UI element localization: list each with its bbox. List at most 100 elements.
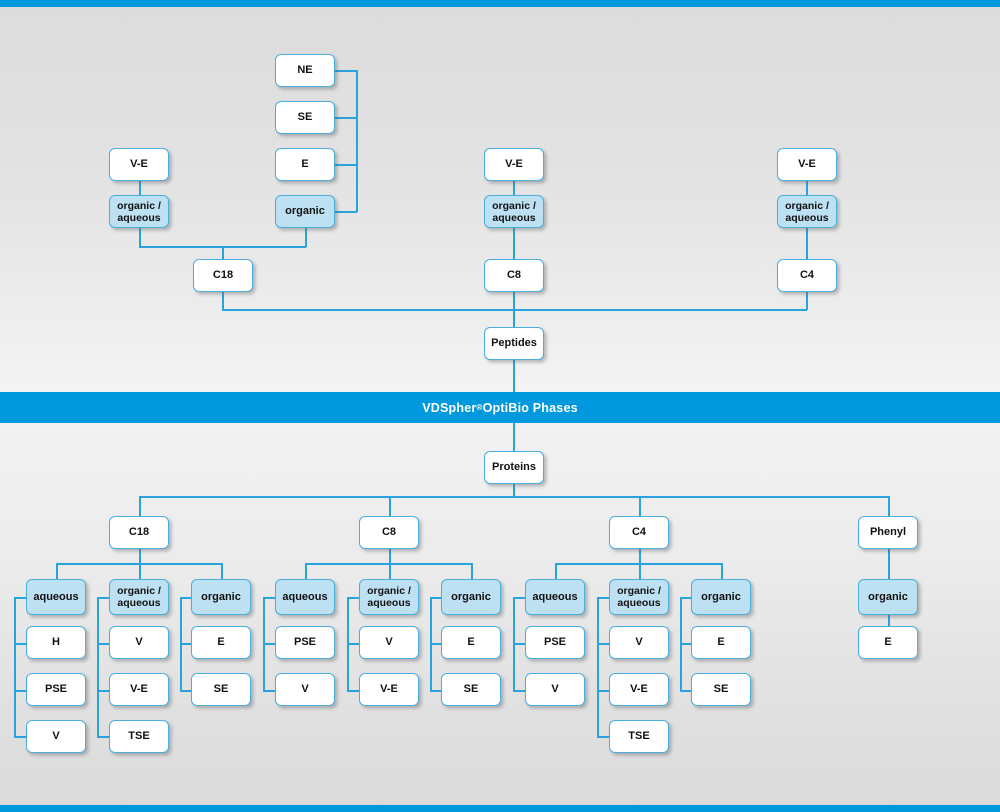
node-b-c18-organic-label: organic xyxy=(201,590,241,603)
node-b-c8-organic[interactable]: organic xyxy=(441,579,501,615)
tick-c4-oa-1 xyxy=(597,643,610,645)
node-c18-organic-aqueous[interactable]: organic / aqueous xyxy=(109,195,169,228)
node-proteins-c4[interactable]: C4 xyxy=(609,516,669,549)
node-b-c18-oa-line2: aqueous xyxy=(117,597,161,609)
node-c8-or-e-label: E xyxy=(467,636,475,649)
edge-c18-to-peptide-bus xyxy=(222,292,224,310)
node-proteins-phenyl-label: Phenyl xyxy=(869,526,907,539)
node-c4-oa-tse-label: TSE xyxy=(628,730,650,743)
edge-b-c18-to-oa xyxy=(139,563,141,580)
edge-b-c18-to-organic xyxy=(221,563,223,580)
edge-b-c18-to-aqueous xyxy=(56,563,58,580)
tick-c18-aq-1 xyxy=(14,643,27,645)
bottom-accent-bar xyxy=(0,805,1000,812)
node-c18-aqueous[interactable]: aqueous xyxy=(26,579,86,615)
node-peptides-c8-label: C8 xyxy=(506,269,522,282)
node-c18-aq-v[interactable]: V xyxy=(26,720,86,753)
node-c4-oa-tse[interactable]: TSE xyxy=(609,720,669,753)
edge-e-stub xyxy=(335,164,357,166)
node-b-c8-organic-aqueous[interactable]: organic / aqueous xyxy=(359,579,419,615)
tick-c4-or-head xyxy=(680,597,693,599)
node-phenyl-or-e-label: E xyxy=(884,636,892,649)
rail-c4-oa xyxy=(597,597,599,737)
node-c18-aq-h[interactable]: H xyxy=(26,626,86,659)
node-c18-oa-tse[interactable]: TSE xyxy=(109,720,169,753)
edge-bus-to-b-c4 xyxy=(639,496,641,517)
node-c18-aq-v-label: V xyxy=(52,730,60,743)
node-c8-aqueous[interactable]: aqueous xyxy=(275,579,335,615)
node-peptides-c8[interactable]: C8 xyxy=(484,259,544,292)
node-c8-oa-ve[interactable]: V-E xyxy=(359,673,419,706)
tick-c8-oa-2 xyxy=(347,690,360,692)
node-c4-or-se[interactable]: SE xyxy=(691,673,751,706)
node-c8-ve[interactable]: V-E xyxy=(484,148,544,181)
tick-c18-aq-3 xyxy=(14,736,27,738)
node-c18-oa-ve[interactable]: V-E xyxy=(109,673,169,706)
edge-organic-stub xyxy=(335,211,357,213)
node-c8-or-se[interactable]: SE xyxy=(441,673,501,706)
top-accent-bar xyxy=(0,0,1000,7)
node-c18-ve[interactable]: V-E xyxy=(109,148,169,181)
edge-oa-c8-to-c8 xyxy=(513,228,515,261)
node-peptides-c4-label: C4 xyxy=(799,269,815,282)
node-proteins[interactable]: Proteins xyxy=(484,451,544,484)
node-c18-oa-v[interactable]: V xyxy=(109,626,169,659)
node-c4-aq-pse[interactable]: PSE xyxy=(525,626,585,659)
node-c4-ve[interactable]: V-E xyxy=(777,148,837,181)
node-c8-oa-v[interactable]: V xyxy=(359,626,419,659)
tick-c8-aq-2 xyxy=(263,690,276,692)
node-e[interactable]: E xyxy=(275,148,335,181)
node-c18-aq-pse[interactable]: PSE xyxy=(26,673,86,706)
node-c18-oa-ve-label: V-E xyxy=(130,683,148,696)
node-c8-aq-v-label: V xyxy=(301,683,309,696)
edge-b-c18-down xyxy=(139,549,141,564)
node-proteins-c8[interactable]: C8 xyxy=(359,516,419,549)
node-b-c4-organic[interactable]: organic xyxy=(691,579,751,615)
node-peptides[interactable]: Peptides xyxy=(484,327,544,360)
node-phenyl-organic[interactable]: organic xyxy=(858,579,918,615)
node-b-c18-organic-aqueous[interactable]: organic / aqueous xyxy=(109,579,169,615)
node-c8-or-e[interactable]: E xyxy=(441,626,501,659)
node-b-c8-oa-line2: aqueous xyxy=(367,597,411,609)
node-proteins-c18[interactable]: C18 xyxy=(109,516,169,549)
tick-c8-or-1 xyxy=(430,643,443,645)
tick-c4-or-1 xyxy=(680,643,693,645)
node-c4-or-e[interactable]: E xyxy=(691,626,751,659)
edge-b-c8-split xyxy=(305,563,472,565)
brand-banner: VDSpher® OptiBio Phases xyxy=(0,392,1000,423)
edge-proteins-bus xyxy=(139,496,889,498)
node-peptides-c18[interactable]: C18 xyxy=(193,259,253,292)
edge-phenyl-organic-to-e xyxy=(888,615,890,626)
node-b-c4-organic-aqueous[interactable]: organic / aqueous xyxy=(609,579,669,615)
node-c4-organic-aqueous[interactable]: organic / aqueous xyxy=(777,195,837,228)
node-c4-or-se-label: SE xyxy=(713,683,729,696)
node-c8-oa-ve-label: V-E xyxy=(380,683,398,696)
edge-oa-c4-to-c4 xyxy=(806,228,808,261)
node-peptides-c4[interactable]: C4 xyxy=(777,259,837,292)
edge-b-c8-to-aqueous xyxy=(305,563,307,580)
node-c4-oa-v[interactable]: V xyxy=(609,626,669,659)
node-c8-aqueous-label: aqueous xyxy=(282,590,328,603)
tick-c18-or-1 xyxy=(180,643,193,645)
node-c4-or-e-label: E xyxy=(717,636,725,649)
tick-c4-aq-head xyxy=(513,597,526,599)
node-ne[interactable]: NE xyxy=(275,54,335,87)
node-c18-or-e[interactable]: E xyxy=(191,626,251,659)
node-phenyl-or-e[interactable]: E xyxy=(858,626,918,659)
node-proteins-phenyl[interactable]: Phenyl xyxy=(858,516,918,549)
node-peptides-label: Peptides xyxy=(491,337,537,350)
node-se[interactable]: SE xyxy=(275,101,335,134)
node-b-c18-organic[interactable]: organic xyxy=(191,579,251,615)
edge-phenyl-to-organic xyxy=(888,549,890,579)
node-c8-aq-v[interactable]: V xyxy=(275,673,335,706)
node-b-c4-organic-label: organic xyxy=(701,590,741,603)
node-c4-aq-v[interactable]: V xyxy=(525,673,585,706)
node-c18-organic[interactable]: organic xyxy=(275,195,335,228)
node-c18-or-se[interactable]: SE xyxy=(191,673,251,706)
node-c4-oa-ve[interactable]: V-E xyxy=(609,673,669,706)
node-c8-aq-pse[interactable]: PSE xyxy=(275,626,335,659)
edge-proteins-down xyxy=(513,484,515,497)
node-c4-aqueous[interactable]: aqueous xyxy=(525,579,585,615)
node-c8-organic-aqueous[interactable]: organic / aqueous xyxy=(484,195,544,228)
node-c18-oa-tse-label: TSE xyxy=(128,730,150,743)
